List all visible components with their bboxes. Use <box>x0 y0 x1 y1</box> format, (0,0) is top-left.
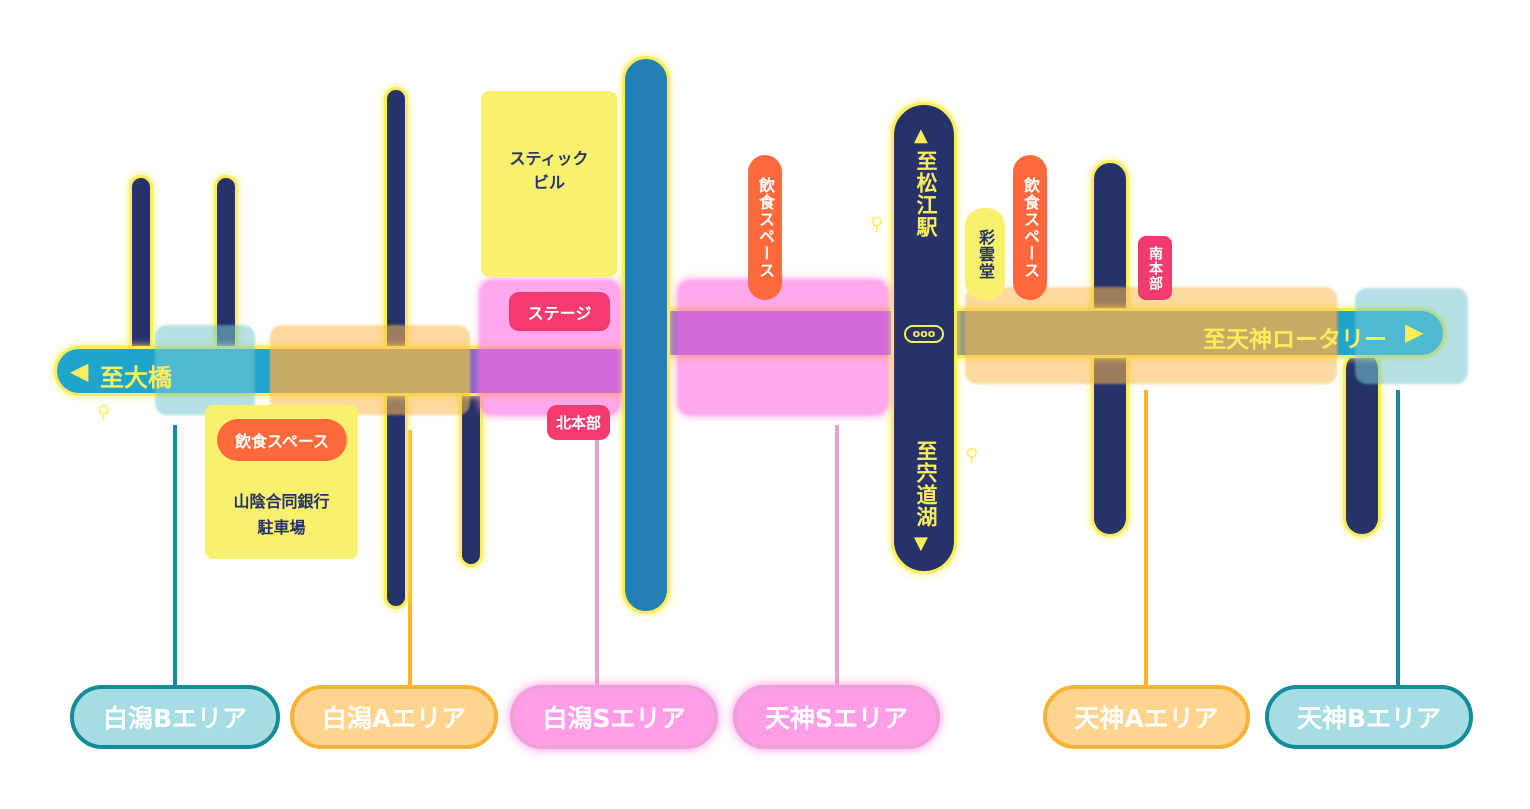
bank-parking-label: 山陰合同銀行 駐車場 <box>233 492 330 537</box>
connector-a-west <box>408 430 412 687</box>
south-hq-pill: 南本部 <box>1138 236 1172 300</box>
street-west-label: 至大橋 <box>100 364 172 392</box>
connector-b-east <box>1396 390 1400 687</box>
area-tenjin-b <box>1355 288 1468 384</box>
location-pin-icon: ⚲ <box>97 402 111 423</box>
food-space-pill: 飲食スペース <box>217 419 347 461</box>
stick-building-label: スティック ビル <box>509 149 589 192</box>
connector-s-west <box>595 440 599 687</box>
area-button-tenjin-b[interactable]: 天神Bエリア <box>1265 685 1473 749</box>
main-blue-road <box>622 56 670 614</box>
street-east-label: 至天神ロータリー <box>1203 327 1387 353</box>
area-tenjin-s <box>678 280 888 415</box>
cross-street-south-label: 至宍道湖 <box>914 440 938 528</box>
north-hq-pill: 北本部 <box>547 405 610 440</box>
cross-street-north-label: 至松江駅 <box>914 150 938 238</box>
connector-b-west <box>173 425 177 687</box>
area-tenjin-a <box>965 287 1337 384</box>
area-button-shirakata-s[interactable]: 白潟Sエリア <box>510 685 718 749</box>
south-arrow-icon: ▼ <box>914 533 928 554</box>
cross-street <box>891 102 957 574</box>
west-arrow-icon: ◀ <box>70 357 89 385</box>
area-shirakata-a <box>270 325 470 415</box>
food-space-pill: 飲食スペース <box>1013 155 1047 300</box>
area-button-shirakata-a[interactable]: 白潟Aエリア <box>290 685 498 749</box>
stick-building: スティック ビル <box>481 91 617 277</box>
stage-pill: ステージ <box>509 292 610 331</box>
side-road <box>129 175 153 365</box>
saiundo-pill: 彩雲堂 <box>965 208 1005 300</box>
area-button-tenjin-s[interactable]: 天神Sエリア <box>733 685 940 749</box>
connector-s-east <box>835 425 839 687</box>
area-shirakata-b <box>155 325 255 415</box>
area-button-shirakata-b[interactable]: 白潟Bエリア <box>70 685 280 749</box>
area-button-tenjin-a[interactable]: 天神Aエリア <box>1043 685 1250 749</box>
connector-a-east <box>1144 390 1148 687</box>
food-space-pill: 飲食スペース <box>748 155 782 300</box>
location-pin-icon: ⚲ <box>965 445 979 466</box>
north-arrow-icon: ▲ <box>914 125 928 146</box>
location-pin-icon: ⚲ <box>870 214 884 235</box>
east-arrow-icon: ▶ <box>1405 318 1424 346</box>
traffic-signal-icon: ooo <box>904 325 944 343</box>
